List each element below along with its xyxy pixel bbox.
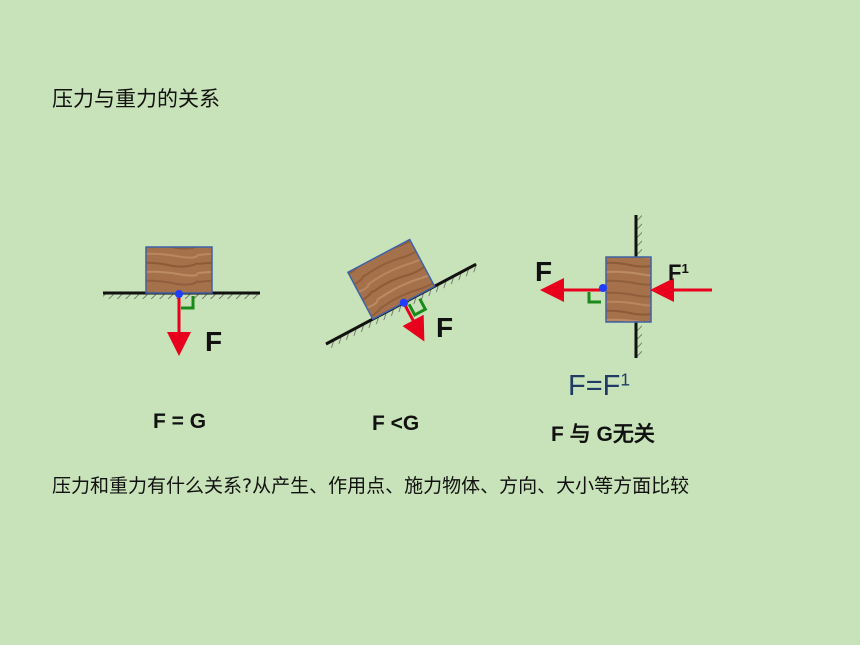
diagram-horizontal bbox=[103, 246, 260, 356]
equation: F=F1 bbox=[568, 369, 631, 402]
caption-2: F <G bbox=[372, 412, 420, 435]
diagram-wall bbox=[540, 215, 712, 358]
contact-point-incline bbox=[399, 298, 408, 307]
right-angle-mark bbox=[181, 296, 195, 310]
contact-point-wall bbox=[599, 284, 607, 292]
contact-point bbox=[175, 290, 183, 298]
caption-3: F 与 G无关 bbox=[551, 423, 655, 446]
force-label-2: F bbox=[436, 312, 454, 343]
force-label-1: F bbox=[205, 326, 223, 357]
wooden-block-wall bbox=[605, 256, 652, 323]
question-text: 压力和重力有什么关系?从产生、作用点、施力物体、方向、大小等方面比较 bbox=[52, 475, 690, 497]
incline-hatch bbox=[326, 264, 479, 350]
wooden-block-incline bbox=[346, 238, 436, 321]
diagram-incline bbox=[325, 238, 479, 350]
caption-1: F = G bbox=[153, 410, 207, 433]
right-angle-mark-incline bbox=[407, 298, 428, 317]
force-label-3-right: F1 bbox=[668, 260, 689, 285]
wooden-block bbox=[145, 246, 213, 294]
force-label-3-left: F bbox=[535, 256, 553, 287]
right-angle-mark-wall bbox=[587, 292, 601, 304]
pressure-force-arrow-incline bbox=[402, 303, 425, 342]
page-title: 压力与重力的关系 bbox=[52, 87, 220, 111]
